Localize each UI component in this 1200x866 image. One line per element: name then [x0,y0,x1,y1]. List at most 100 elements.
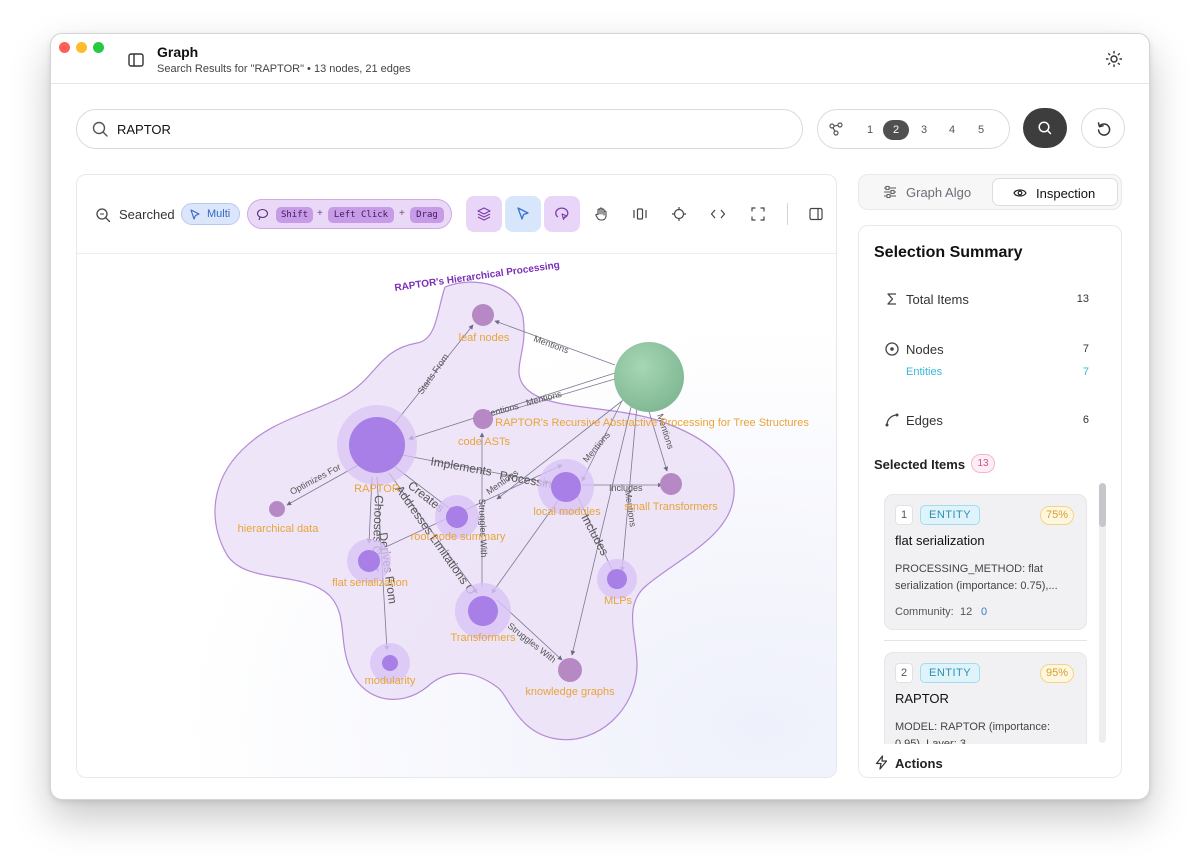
depth-option-3[interactable]: 3 [920,124,928,136]
key-left-click: Left Click [328,207,394,223]
node-small-transformers[interactable] [660,473,682,495]
search-input[interactable]: RAPTOR [76,109,803,149]
node-knowledge-graphs[interactable] [558,658,582,682]
layers-icon [477,207,491,221]
hub-node[interactable] [614,342,684,412]
summary-title: Selection Summary [874,244,1023,261]
edges-value: 6 [1082,414,1089,426]
reset-icon [1097,122,1111,136]
item-type-badge: ENTITY [920,663,981,683]
layers-tool-button[interactable] [466,196,502,232]
lasso-tool-button[interactable] [544,196,580,232]
run-search-button[interactable] [1023,108,1067,148]
window-title: Graph [157,44,199,60]
total-items-value: 13 [1076,293,1089,305]
layout-spread-icon[interactable] [632,206,648,222]
nodes-value: 7 [1082,343,1089,355]
edge-label: Struggles With [477,499,489,558]
edge [581,394,626,482]
node-raptor[interactable] [349,417,405,473]
edge [491,494,563,594]
edge [570,402,633,656]
node-label: small Transformers [624,501,718,513]
node-label: RAPTOR's Recursive Abstractive Processin… [495,417,809,429]
eye-icon [1013,189,1027,197]
panel-toggle-icon[interactable] [808,206,824,222]
node-leaf-nodes[interactable] [472,304,494,326]
node-label: flat serialization [332,577,408,589]
tab-inspection[interactable]: Inspection [992,178,1118,206]
code-icon[interactable] [710,206,726,222]
search-query: RAPTOR [117,122,171,137]
close-window-button[interactable] [59,42,70,53]
focus-crosshair-icon[interactable] [671,206,687,222]
tab-graph-algo[interactable]: Graph Algo [863,178,987,206]
sidebar-toggle-icon[interactable] [127,51,145,69]
edge-label: Mentions [532,333,570,355]
node-label: hierarchical data [238,523,320,535]
selected-items-title: Selected Items [874,457,966,472]
maximize-window-button[interactable] [93,42,104,53]
node-modularity[interactable] [382,655,398,671]
node-code-asts[interactable] [473,409,493,429]
edge-label: Includes [609,483,643,493]
edges-label: Edges [906,413,943,428]
item-description: PROCESSING_METHOD: flat serialization (i… [895,563,1058,592]
node-hierarchical-data[interactable] [269,501,285,517]
window-subtitle: Search Results for "RAPTOR" • 13 nodes, … [157,63,411,75]
node-label: knowledge graphs [525,686,615,698]
depth-option-4[interactable]: 4 [948,124,956,136]
depth-option-1[interactable]: 1 [866,124,874,136]
node-label: RAPTOR [354,483,400,495]
tab-graph-algo-label: Graph Algo [906,185,972,200]
select-tool-button[interactable] [505,196,541,232]
graph-panel: Searched Multi Shift + Left Click + Drag [76,174,837,778]
node-label: root node summary [411,531,506,543]
pan-hand-icon[interactable] [593,206,609,222]
fullscreen-icon[interactable] [750,206,766,222]
edge [486,378,616,419]
graph-canvas[interactable]: Mentions Mentions Mentions Mentions Ment… [77,255,837,778]
edge-curve-icon [885,413,899,427]
entities-value: 7 [1082,366,1089,378]
node-root-node-summary[interactable] [446,506,468,528]
graph-svg[interactable]: Mentions Mentions Mentions Mentions Ment… [77,255,837,778]
node-flat-serialization[interactable] [358,550,380,572]
items-scrollbar[interactable] [1099,483,1106,743]
depth-option-5[interactable]: 5 [977,124,985,136]
item-score-badge: 75% [1040,506,1074,525]
node-mlps[interactable] [607,569,627,589]
node-label: leaf nodes [459,332,510,344]
depth-option-2[interactable]: 2 [883,120,909,140]
selected-item-card[interactable]: 1 ENTITY 75% flat serialization PROCESSI… [884,494,1087,630]
node-label: modularity [365,675,416,687]
node-label: code ASTs [458,436,510,448]
node-local-modules[interactable] [551,472,581,502]
edge [388,472,478,594]
item-name: flat serialization [895,533,985,548]
lasso-icon [555,207,569,221]
total-items-label: Total Items [906,292,969,307]
nodes-label: Nodes [906,342,944,357]
lasso-bubble-icon [256,208,269,221]
node-transformers[interactable] [468,596,498,626]
item-index: 2 [895,663,913,683]
node-label: Transformers [451,632,516,644]
scrollbar-thumb[interactable] [1099,483,1106,527]
sigma-icon [887,293,896,305]
pointer-icon [517,207,529,220]
reset-button[interactable] [1081,108,1125,148]
node-circle-icon [885,342,899,356]
edge [394,324,474,424]
multi-select-toggle[interactable]: Multi [181,203,240,225]
minimize-window-button[interactable] [76,42,87,53]
theme-toggle-sun-icon[interactable] [1105,50,1123,68]
lightning-icon [875,755,888,770]
actions-section[interactable]: Actions [859,744,1121,777]
key-drag: Drag [410,207,444,223]
card-divider [884,640,1087,641]
multi-label: Multi [207,208,231,220]
searched-label: Searched [119,207,175,222]
actions-label: Actions [895,756,943,771]
depth-selector: 1 2 3 4 5 [817,109,1010,149]
